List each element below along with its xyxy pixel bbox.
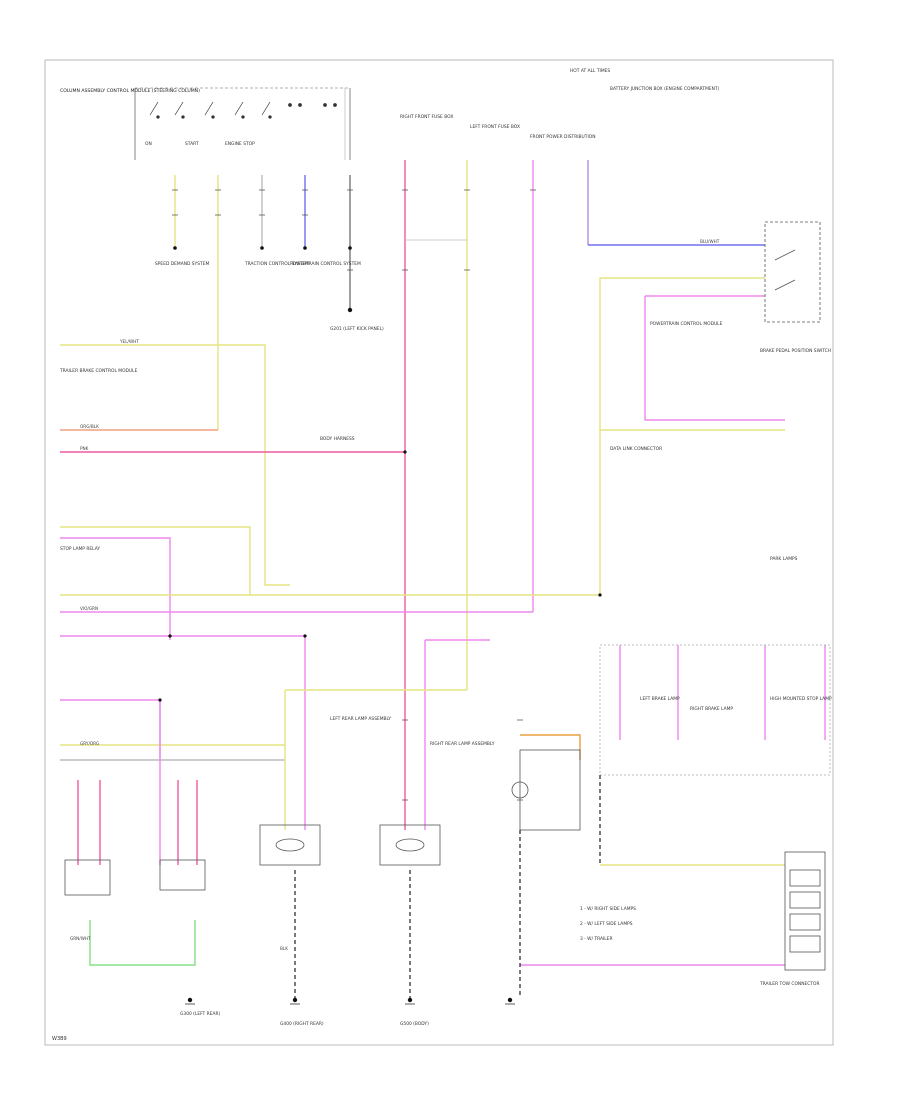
wire-label-yel: YEL/WHT	[119, 339, 139, 344]
diagram-frame	[44, 59, 834, 1046]
wire-green-low	[89, 920, 196, 966]
switch-stop-label: ENGINE STOP	[225, 141, 255, 147]
label-brake-switch: BRAKE PEDAL POSITION SWITCH	[760, 348, 831, 354]
label-powertrain-module: POWERTRAIN CONTROL MODULE	[650, 321, 723, 327]
label-trailer-tow: TRAILER TOW CONNECTOR	[759, 981, 820, 987]
wire-yellow-right	[599, 277, 765, 595]
label-ground-mid: G400 (RIGHT REAR)	[280, 1021, 324, 1027]
switch-start-label: START	[185, 141, 199, 147]
label-body-harness: BODY HARNESS	[320, 436, 355, 442]
wire-orange-relay	[520, 734, 581, 760]
label-park-lamps: PARK LAMPS	[770, 556, 798, 562]
switch-on-label: ON	[145, 141, 152, 147]
components	[64, 221, 831, 971]
label-right-fuse: RIGHT FRONT FUSE BOX	[400, 114, 453, 120]
legend-1: 1 - W/ RIGHT SIDE LAMPS	[580, 906, 636, 912]
wire-magenta-right2	[644, 296, 785, 421]
label-ground-right: G500 (BODY)	[400, 1021, 429, 1027]
wire-label-grn: GRN/WHT	[70, 936, 91, 941]
text-labels: HOT AT ALL TIMES BATTERY JUNCTION BOX (E…	[52, 68, 832, 1042]
label-left-brake: LEFT BRAKE LAMP	[640, 696, 680, 702]
label-speed-demand: SPEED DEMAND SYSTEM	[155, 261, 209, 267]
label-traction: TRACTION CONTROL SYSTEM	[244, 261, 309, 267]
label-right-brake: RIGHT BRAKE LAMP	[690, 706, 733, 712]
wire-label-gry: GRY/ORG	[80, 741, 99, 746]
footer-code: W3B9	[52, 1036, 67, 1042]
legend-2: 2 - W/ LEFT SIDE LAMPS	[580, 921, 633, 927]
wire-label-vio: VIO/GRN	[80, 606, 98, 611]
label-hot: HOT AT ALL TIMES	[570, 68, 610, 74]
label-ground-left: G300 (LEFT REAR)	[180, 1011, 221, 1017]
label-high-mount: HIGH MOUNTED STOP LAMP	[770, 696, 832, 702]
label-left-rear: LEFT REAR LAMP ASSEMBLY	[330, 716, 391, 722]
label-powertrain-sys: POWERTRAIN CONTROL SYSTEM	[290, 261, 361, 267]
label-battery-junction: BATTERY JUNCTION BOX (ENGINE COMPARTMENT…	[610, 86, 720, 92]
wire-label-blu: BLU/WHT	[700, 239, 720, 244]
wire-label-org: ORG/BLK	[80, 424, 99, 429]
label-trailer-module: TRAILER BRAKE CONTROL MODULE	[59, 368, 138, 374]
wire-label-blk: BLK	[280, 946, 288, 951]
label-left-fuse: LEFT FRONT FUSE BOX	[470, 124, 520, 130]
ground-wires	[294, 775, 601, 998]
wire-group	[60, 160, 826, 966]
terminal-dots	[158, 246, 602, 1003]
label-data-link: DATA LINK CONNECTOR	[610, 446, 662, 452]
label-stop-relay: STOP LAMP RELAY	[60, 546, 100, 552]
wire-yellow-h2	[60, 526, 600, 596]
label-rear-fuse: FRONT POWER DISTRIBUTION	[530, 134, 596, 140]
wire-magenta-h2	[60, 537, 171, 640]
connector-marks	[172, 189, 536, 801]
wire-magenta-left-low	[60, 699, 161, 760]
column-switch-module: COLUMN ASSEMBLY CONTROL MODULE (STEERING…	[60, 87, 351, 160]
label-ground-top: G201 (LEFT KICK PANEL)	[330, 326, 384, 332]
wire-label-pnk: PNK	[80, 446, 89, 451]
wire-yellow-h1	[60, 344, 290, 586]
module-label: COLUMN ASSEMBLY CONTROL MODULE (STEERING…	[60, 88, 200, 94]
label-right-rear: RIGHT REAR LAMP ASSEMBLY	[430, 741, 495, 747]
legend-3: 3 - W/ TRAILER	[580, 936, 613, 942]
